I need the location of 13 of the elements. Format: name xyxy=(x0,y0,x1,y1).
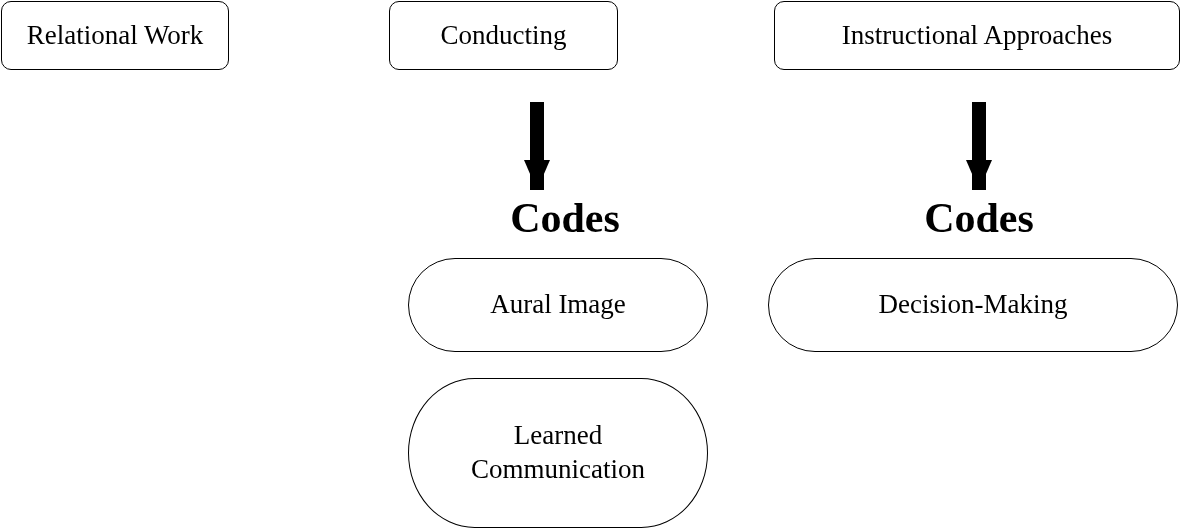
node-label: Instructional Approaches xyxy=(840,18,1114,52)
node-label: Aural Image xyxy=(489,288,627,322)
heading-text: Codes xyxy=(480,192,650,244)
process-box xyxy=(1,1,229,70)
arrow xyxy=(966,102,992,190)
node-label: Relational Work xyxy=(25,18,205,52)
process-box xyxy=(389,1,618,70)
arrow xyxy=(524,102,550,190)
process-box xyxy=(774,1,1180,70)
node-label: Decision-Making xyxy=(877,288,1069,322)
heading-text: Codes xyxy=(894,192,1064,244)
node-label: Conducting xyxy=(439,18,568,52)
node-label: Learned Communication xyxy=(470,419,646,486)
